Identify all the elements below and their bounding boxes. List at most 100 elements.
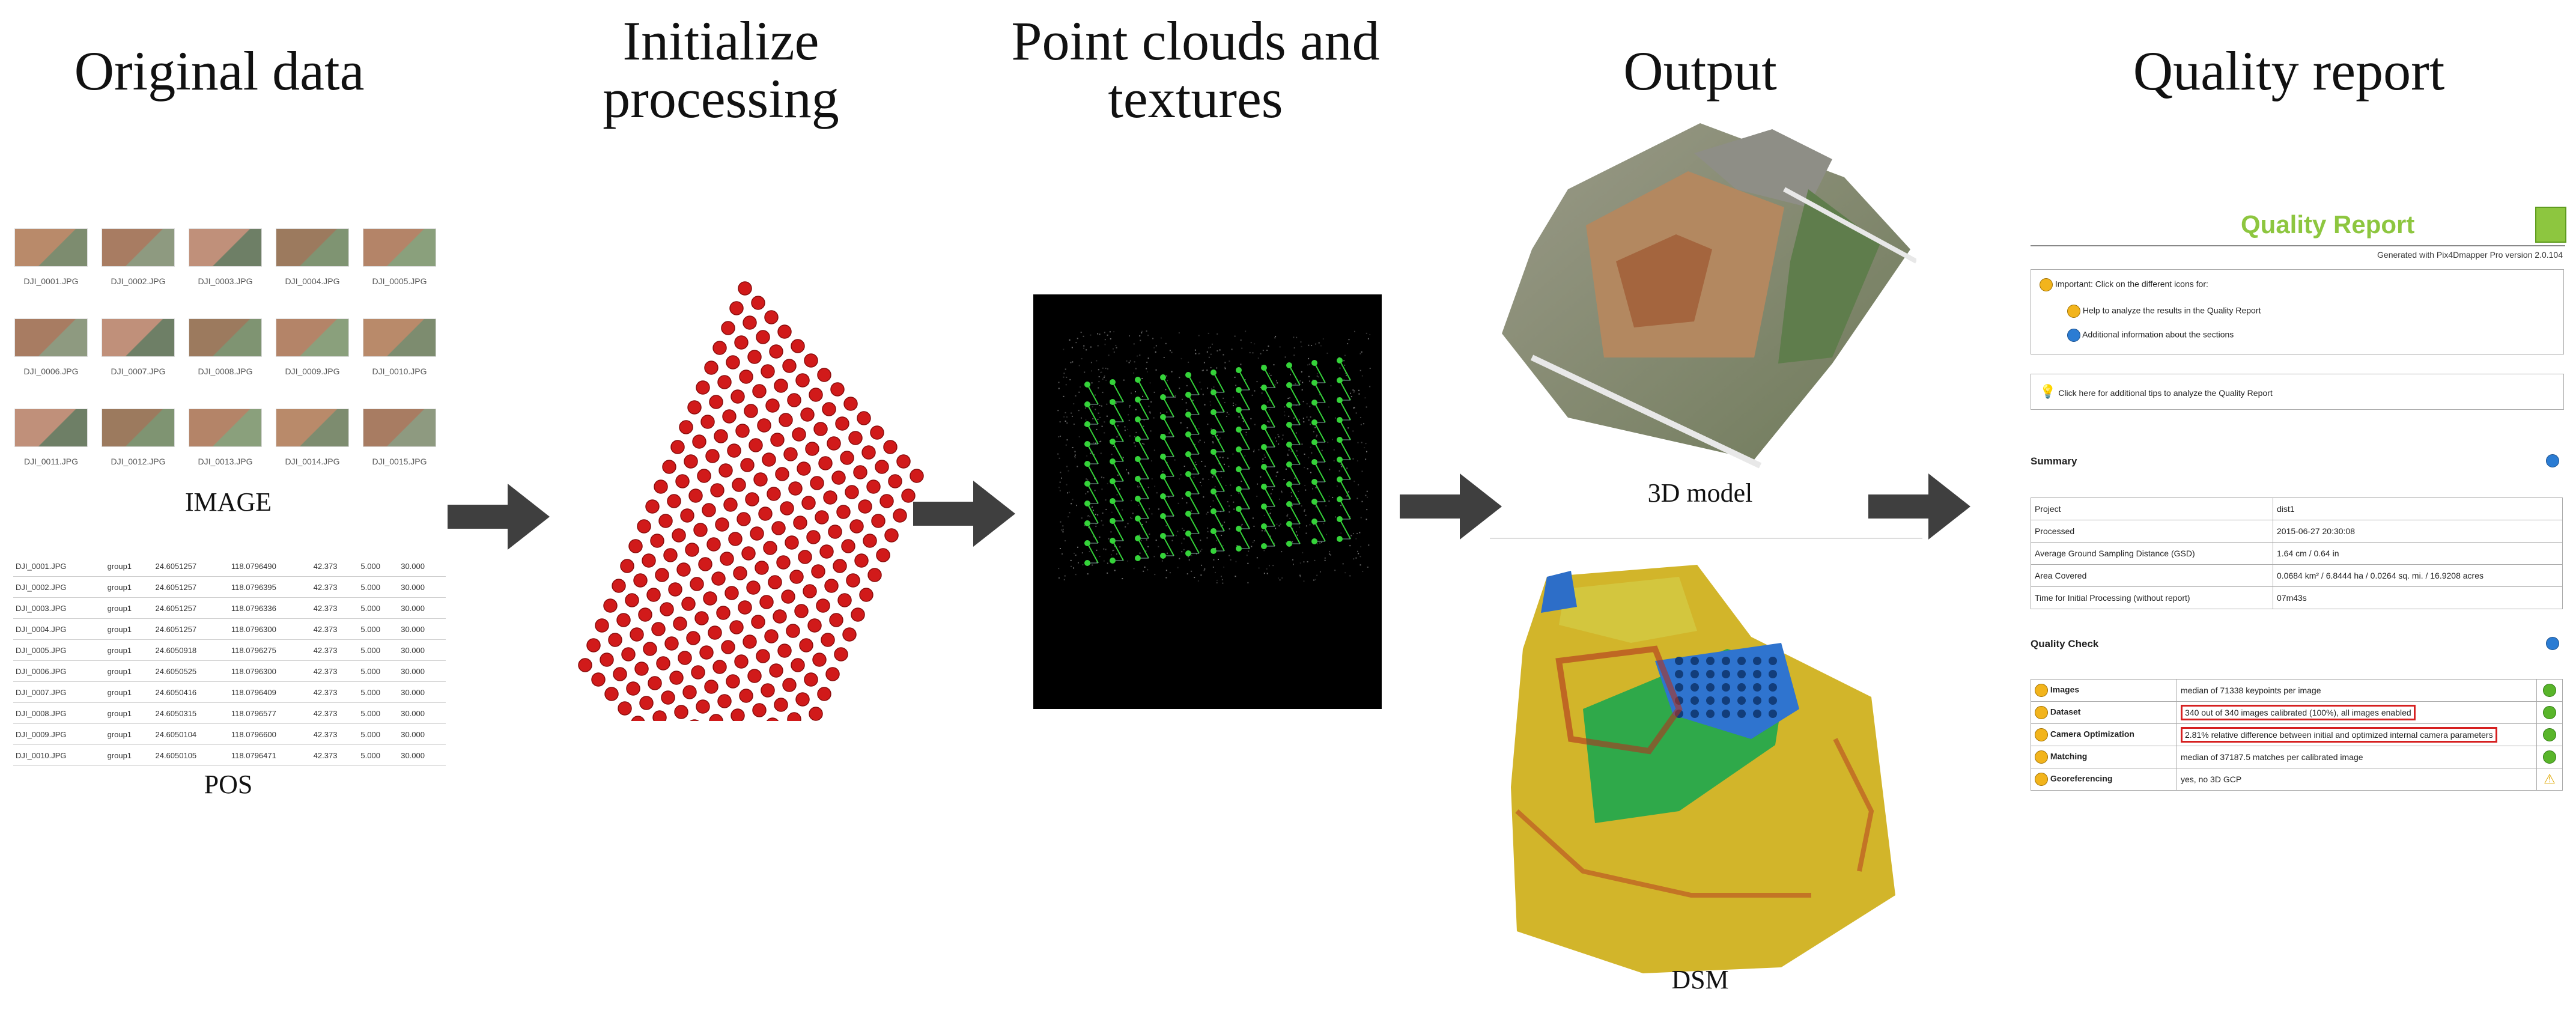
waypoint-marker: [694, 611, 709, 625]
info-icon: [2067, 329, 2080, 342]
check-name-cell: Images: [2031, 679, 2177, 702]
summary-cell: Project: [2031, 497, 2273, 520]
waypoint-marker: [732, 478, 746, 492]
click-here-link[interactable]: Click here for additional tips to analyz…: [2058, 388, 2273, 398]
waypoint-marker: [752, 384, 767, 398]
info-icon[interactable]: [2546, 454, 2559, 467]
point-clouds-title-line1: Point clouds and: [1011, 10, 1380, 71]
camera-position: [1084, 560, 1090, 566]
status-cell: [2536, 723, 2563, 746]
waypoint-marker: [752, 703, 767, 717]
additional-text: Additional information about the section…: [2082, 329, 2234, 339]
waypoint-marker: [870, 425, 884, 440]
waypoint-marker: [686, 631, 700, 645]
camera-position: [1286, 541, 1292, 547]
waypoint-marker: [794, 604, 809, 618]
waypoint-marker: [729, 620, 744, 634]
waypoint-marker: [875, 460, 889, 474]
check-name-cell: Camera Optimization: [2031, 723, 2177, 746]
waypoint-marker: [813, 422, 828, 436]
waypoint-marker: [745, 492, 759, 506]
waypoint-marker: [846, 573, 860, 588]
waypoint-marker: [702, 503, 716, 517]
check-name-cell: Georeferencing: [2031, 768, 2177, 791]
summary-heading: Summary: [2031, 455, 2077, 467]
info-icon[interactable]: [2546, 637, 2559, 650]
waypoint-marker: [787, 712, 801, 721]
pos-cell: 24.6050315: [153, 702, 229, 724]
waypoint-marker: [901, 488, 916, 503]
initialize-title-line2: processing: [603, 68, 839, 129]
pos-cell: 30.000: [398, 639, 446, 661]
pos-cell: 5.000: [358, 702, 399, 724]
check-ok-icon: [2543, 706, 2556, 719]
waypoint-marker: [746, 580, 761, 595]
waypoint-marker: [668, 582, 682, 597]
waypoint-marker: [765, 398, 780, 413]
pos-cell: 5.000: [358, 576, 399, 598]
image-thumbnail: [276, 228, 349, 267]
image-thumbnail: [102, 228, 175, 267]
waypoint-marker: [815, 510, 829, 525]
help-icon[interactable]: [2035, 684, 2048, 697]
waypoint-marker: [768, 575, 782, 589]
camera-position: [1311, 538, 1317, 544]
check-value: 2.81% relative difference between initia…: [2181, 727, 2497, 743]
waypoint-marker: [603, 598, 618, 613]
summary-row: Average Ground Sampling Distance (GSD)1.…: [2031, 542, 2563, 565]
waypoint-marker: [782, 678, 797, 692]
waypoint-marker: [780, 501, 794, 516]
waypoint-marker: [621, 647, 636, 662]
help-icon[interactable]: [2035, 750, 2048, 764]
pos-cell: 118.0796490: [228, 556, 311, 577]
point-clouds-title: Point clouds and textures: [985, 12, 1406, 127]
waypoint-marker: [763, 541, 777, 555]
help-row: Help to analyze the results in the Quali…: [2067, 305, 2261, 318]
waypoint-marker: [781, 589, 795, 604]
waypoint-marker: [757, 418, 771, 433]
waypoint-marker: [833, 559, 847, 573]
waypoint-marker: [616, 613, 631, 627]
waypoint-marker: [662, 460, 676, 474]
waypoint-marker: [828, 525, 842, 539]
waypoint-marker: [747, 669, 762, 683]
pos-cell: DJI_0002.JPG: [13, 576, 105, 598]
waypoint-marker: [722, 409, 737, 424]
help-icon[interactable]: [2035, 773, 2048, 786]
waypoint-marker: [836, 505, 851, 519]
waypoint-marker: [795, 692, 810, 707]
waypoint-marker: [751, 296, 765, 310]
check-value: 340 out of 340 images calibrated (100%),…: [2181, 705, 2416, 720]
check-name: Camera Optimization: [2048, 729, 2134, 739]
waypoint-marker: [604, 687, 619, 701]
waypoint-marker: [884, 528, 899, 543]
pos-cell: 118.0796395: [228, 576, 311, 598]
waypoint-marker: [804, 672, 818, 687]
waypoint-marker: [843, 397, 858, 411]
help-icon[interactable]: [2035, 728, 2048, 741]
waypoint-marker: [859, 588, 873, 602]
pos-cell: 30.000: [398, 556, 446, 577]
waypoint-marker: [879, 494, 894, 508]
waypoint-marker: [703, 591, 717, 606]
waypoint-marker: [871, 514, 886, 528]
pos-cell: 42.373: [311, 597, 359, 619]
waypoint-marker: [782, 359, 797, 373]
help-text: Help to analyze the results in the Quali…: [2082, 305, 2261, 315]
waypoint-marker: [684, 454, 698, 469]
waypoint-marker: [612, 579, 626, 593]
summary-cell: Area Covered: [2031, 564, 2273, 587]
camera-position: [1236, 546, 1242, 552]
waypoint-marker: [789, 570, 804, 584]
help-icon[interactable]: [2035, 706, 2048, 719]
waypoint-marker: [827, 436, 841, 451]
pos-cell: group1: [105, 681, 153, 703]
waypoint-marker: [770, 433, 785, 447]
waypoint-marker: [608, 633, 622, 647]
waypoint-marker: [795, 373, 810, 388]
thumbnail-filename: DJI_0013.JPG: [198, 457, 253, 466]
